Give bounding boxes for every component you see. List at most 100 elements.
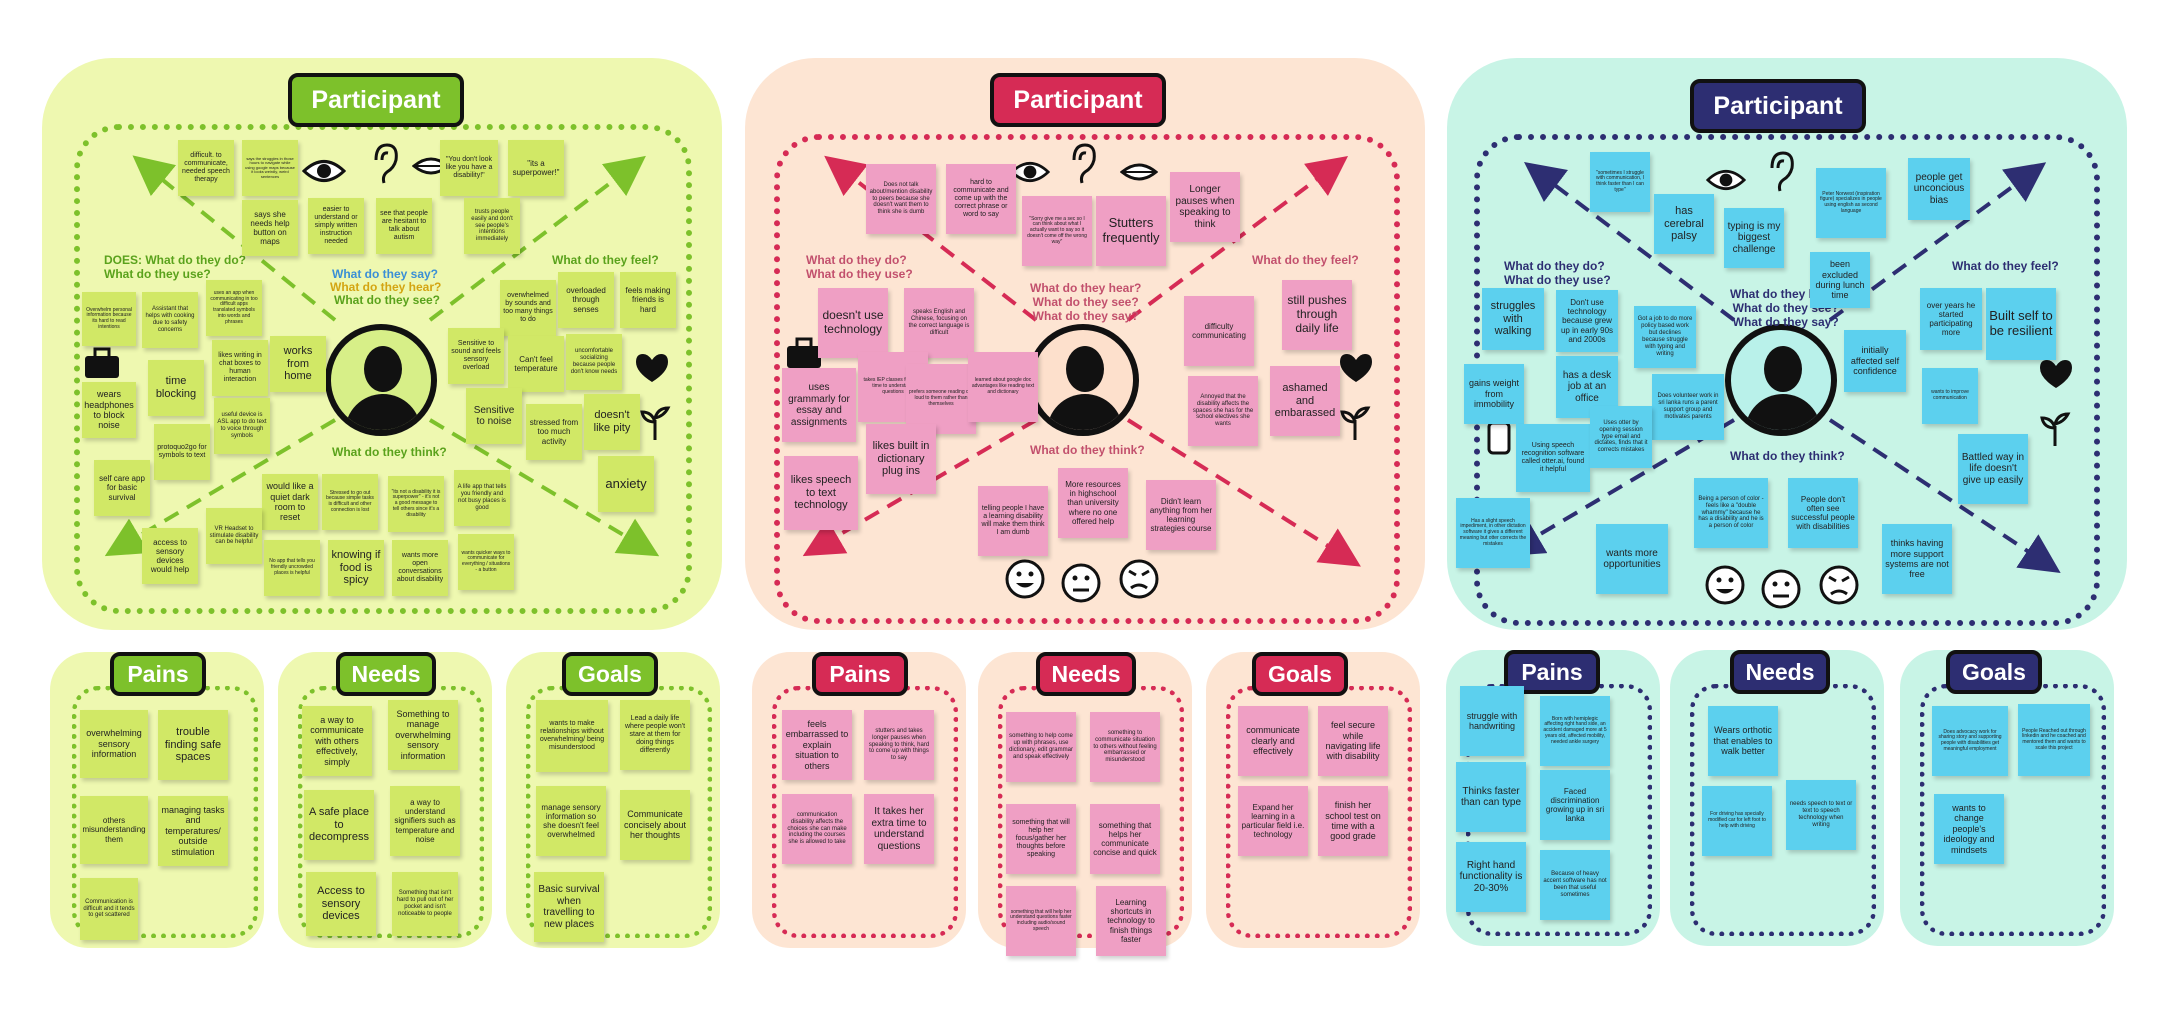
sticky-note[interactable]: Stressed to go out because simple tasks … xyxy=(322,474,378,530)
sticky-note[interactable]: Stutters frequently xyxy=(1096,196,1166,266)
sticky-note[interactable]: managing tasks and temperatures/ outside… xyxy=(158,796,228,866)
sticky-note[interactable]: learned about google doc advantages like… xyxy=(968,352,1038,422)
sticky-note[interactable]: "Sorry give me a sec so I can think abou… xyxy=(1022,196,1092,266)
sticky-note[interactable]: hard to communicate and come up with the… xyxy=(946,164,1016,234)
sticky-note[interactable]: Does not talk about/mention disability t… xyxy=(866,164,936,234)
sticky-note[interactable]: Annoyed that the disability affects the … xyxy=(1188,376,1258,446)
sticky-note[interactable]: "sometimes I struggle with communication… xyxy=(1590,152,1650,212)
sticky-note[interactable]: ashamed and embarassed xyxy=(1270,366,1340,436)
sticky-note[interactable]: finish her school test on time with a go… xyxy=(1318,786,1388,856)
sticky-note[interactable]: "its not a disability it is superpower" … xyxy=(388,476,444,532)
sticky-note[interactable]: overwhelming sensory information xyxy=(80,710,148,778)
sticky-note[interactable]: access to sensory devices would help xyxy=(142,528,198,584)
sticky-note[interactable]: Expand her learning in a particular fiel… xyxy=(1238,786,1308,856)
sticky-note[interactable]: A life app that tells you friendly and n… xyxy=(454,470,510,526)
sticky-note[interactable]: Assistant that helps with cooking due to… xyxy=(142,292,198,348)
sticky-note[interactable]: Communication is difficult and it tends … xyxy=(80,878,138,940)
sticky-note[interactable]: over years he started participating more xyxy=(1920,288,1982,350)
sticky-note[interactable]: Don't use technology because grew up in … xyxy=(1556,290,1618,352)
sticky-note[interactable]: wants to change people's ideology and mi… xyxy=(1934,794,2004,864)
sticky-note[interactable]: Peter Norwest (inspiration figure) speci… xyxy=(1816,168,1886,238)
sticky-note[interactable]: difficult. to communicate, needed speech… xyxy=(178,140,234,196)
sticky-note[interactable]: Battled way in life doesn't give up easi… xyxy=(1958,434,2028,504)
sticky-note[interactable]: stressed from too much activity xyxy=(526,404,582,460)
sticky-note[interactable]: struggles with walking xyxy=(1482,288,1544,350)
sticky-note[interactable]: people get unconcious bias xyxy=(1908,158,1970,220)
sticky-note[interactable]: likes built in dictionary plug ins xyxy=(866,424,936,494)
sticky-note[interactable]: anxiety xyxy=(598,456,654,512)
sticky-note[interactable]: knowing if food is spicy xyxy=(328,540,384,596)
sticky-note[interactable]: Sensitive to sound and feels sensory ove… xyxy=(448,328,504,384)
sticky-note[interactable]: self care app for basic survival xyxy=(94,460,150,516)
sticky-note[interactable]: People don't often see successful people… xyxy=(1788,478,1858,548)
sticky-note[interactable]: difficulty communicating xyxy=(1184,296,1254,366)
sticky-note[interactable]: uncomfortable socializing because people… xyxy=(566,334,622,390)
sticky-note[interactable]: communication disability affects the cho… xyxy=(782,794,852,864)
sticky-note[interactable]: communicate clearly and effectively xyxy=(1238,706,1308,776)
sticky-note[interactable]: wants more open conversations about disa… xyxy=(392,540,448,596)
sticky-note[interactable]: VR Headset to stimulate disability can b… xyxy=(206,508,262,564)
sticky-note[interactable]: a way to communicate with others effecti… xyxy=(302,706,372,776)
sticky-note[interactable]: telling people I have a learning disabil… xyxy=(978,486,1048,556)
sticky-note[interactable]: works from home xyxy=(270,336,326,392)
sticky-note[interactable]: It takes her extra time to understand qu… xyxy=(864,794,934,864)
sticky-note[interactable]: Longer pauses when speaking to think xyxy=(1170,172,1240,242)
sticky-note[interactable]: feels making friends is hard xyxy=(620,272,676,328)
sticky-note[interactable]: needs speech to text or text to speech t… xyxy=(1786,780,1856,850)
sticky-note[interactable]: A safe place to decompress xyxy=(304,790,374,860)
sticky-note[interactable]: Learning shortcuts in technology to fini… xyxy=(1096,886,1166,956)
sticky-note[interactable]: speaks English and Chinese, focusing on … xyxy=(904,288,974,358)
sticky-note[interactable]: feel secure while navigating life with d… xyxy=(1318,706,1388,776)
sticky-note[interactable]: overwhelmed by sounds and too many thing… xyxy=(500,280,556,336)
sticky-note[interactable]: wears headphones to block noise xyxy=(82,382,136,438)
sticky-note[interactable]: Access to sensory devices xyxy=(306,872,376,936)
sticky-note[interactable]: No app that tells you friendly uncrowded… xyxy=(264,540,320,596)
sticky-note[interactable]: others misunderstanding them xyxy=(80,796,148,864)
sticky-note[interactable]: stutters and takes longer pauses when sp… xyxy=(864,710,934,780)
sticky-note[interactable]: prefers someone reading out loud to them… xyxy=(906,364,976,434)
sticky-note[interactable]: something to help come up with phrases, … xyxy=(1006,712,1076,782)
sticky-note[interactable]: Born with hemiplegic affecting right han… xyxy=(1540,696,1610,766)
sticky-note[interactable]: Communicate concisely about her thoughts xyxy=(620,790,690,860)
sticky-note[interactable]: useful device is ASL app to do text to v… xyxy=(214,398,270,454)
sticky-note[interactable]: Didn't learn anything from her learning … xyxy=(1146,480,1216,550)
sticky-note[interactable]: uses grammarly for essay and assignments xyxy=(782,368,856,442)
sticky-note[interactable]: "You don't look like you have a disabili… xyxy=(440,140,498,196)
sticky-note[interactable]: thinks having more support systems are n… xyxy=(1882,524,1952,594)
sticky-note[interactable]: People Reached out through linkedin and … xyxy=(2018,704,2090,776)
sticky-note[interactable]: Uses otter by opening session type email… xyxy=(1590,406,1652,468)
sticky-note[interactable]: wants quicker ways to communicate for ev… xyxy=(458,534,514,590)
sticky-note[interactable]: would like a quiet dark room to reset xyxy=(262,474,318,530)
sticky-note[interactable]: says the struggles in those hours to nav… xyxy=(242,140,298,196)
sticky-note[interactable]: Right hand functionality is 20-30% xyxy=(1456,842,1526,912)
sticky-note[interactable]: Wears orthotic that enables to walk bett… xyxy=(1708,706,1778,776)
sticky-note[interactable]: Something to manage overwhelming sensory… xyxy=(388,700,458,770)
sticky-note[interactable]: a way to understand signifiers such as t… xyxy=(390,786,460,856)
sticky-note[interactable]: has cerebral palsy xyxy=(1654,194,1714,254)
sticky-note[interactable]: trusts people easily and don't see peopl… xyxy=(464,198,520,254)
sticky-note[interactable]: Basic survival when travelling to new pl… xyxy=(534,872,604,942)
sticky-note[interactable]: initially affected self confidence xyxy=(1844,330,1906,392)
sticky-note[interactable]: see that people are hesitant to talk abo… xyxy=(376,198,432,254)
sticky-note[interactable]: protoquo2go for symbols to text xyxy=(154,424,210,480)
sticky-note[interactable]: something to communicate situation to ot… xyxy=(1090,712,1160,782)
sticky-note[interactable]: Built self to be resilient xyxy=(1986,288,2056,360)
sticky-note[interactable]: Has a slight speech impediment, in other… xyxy=(1456,498,1530,568)
sticky-note[interactable]: overloaded through senses xyxy=(558,272,614,328)
sticky-note[interactable]: doesn't use technology xyxy=(818,288,888,358)
sticky-note[interactable]: easier to understand or simply written i… xyxy=(308,198,364,254)
sticky-note[interactable]: Something that isn't hard to pull out of… xyxy=(392,872,458,936)
sticky-note[interactable]: feels embarrassed to explain situation t… xyxy=(782,710,852,780)
sticky-note[interactable]: Lead a daily life where people won't sta… xyxy=(620,700,690,770)
sticky-note[interactable]: Because of heavy accent software has not… xyxy=(1540,850,1610,920)
sticky-note[interactable]: Got a job to do more policy based work b… xyxy=(1634,306,1696,368)
sticky-note[interactable]: Using speech recognition software called… xyxy=(1516,424,1590,492)
sticky-note[interactable]: For driving has specially modified car f… xyxy=(1702,786,1772,856)
sticky-note[interactable]: still pushes through daily life xyxy=(1282,280,1352,350)
sticky-note[interactable]: Overwhelm personal information because i… xyxy=(82,292,136,346)
sticky-note[interactable]: typing is my biggest challenge xyxy=(1724,208,1784,268)
sticky-note[interactable]: "its a superpower!" xyxy=(508,140,564,196)
sticky-note[interactable]: Does advocacy work for sharing story and… xyxy=(1932,706,2008,776)
sticky-note[interactable]: Thinks faster than can type xyxy=(1456,762,1526,832)
sticky-note[interactable]: Faced discrimination growing up in sri l… xyxy=(1540,770,1610,840)
